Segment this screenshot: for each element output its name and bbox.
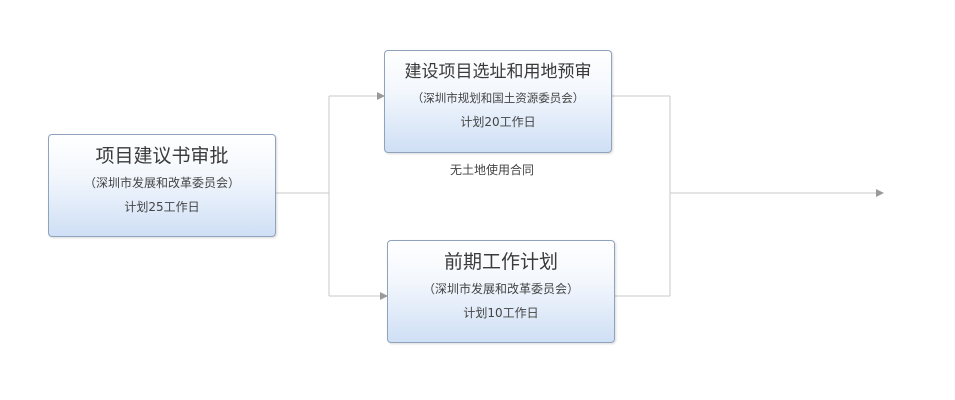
node-title: 前期工作计划 (443, 251, 558, 273)
arrow-to-site (377, 92, 385, 100)
node-plan-duration: 计划20工作日 (460, 115, 536, 129)
node-organization: （深圳市发展和改革委员会） (422, 282, 579, 296)
arrow-final (876, 189, 884, 197)
node-organization: （深圳市发展和改革委员会） (83, 176, 240, 190)
node-title: 项目建议书审批 (95, 145, 229, 167)
node-project-proposal-approval[interactable]: 项目建议书审批 （深圳市发展和改革委员会） 计划25工作日 (48, 134, 276, 237)
node-preliminary-work-plan[interactable]: 前期工作计划 （深圳市发展和改革委员会） 计划10工作日 (387, 240, 615, 343)
node-plan-duration: 计划25工作日 (124, 200, 200, 214)
node-site-selection-land-review[interactable]: 建设项目选址和用地预审 （深圳市规划和国土资源委员会） 计划20工作日 (384, 50, 612, 153)
arrow-to-prework (380, 292, 388, 300)
node-organization: （深圳市规划和国土资源委员会） (411, 91, 585, 105)
edge-label-no-land-contract: 无土地使用合同 (449, 163, 534, 177)
node-plan-duration: 计划10工作日 (463, 306, 539, 320)
node-title: 建设项目选址和用地预审 (404, 62, 592, 82)
